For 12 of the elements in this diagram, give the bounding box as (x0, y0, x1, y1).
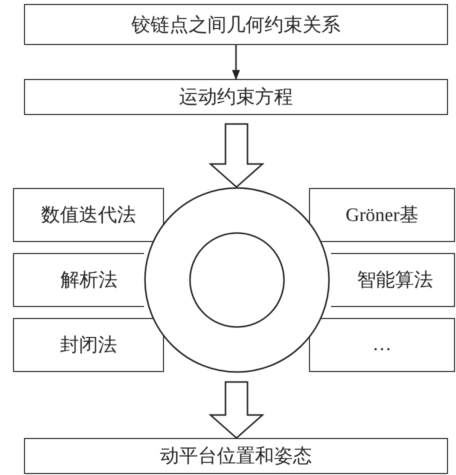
arrow (232, 45, 240, 80)
block-arrow (208, 123, 264, 188)
process-box: 解析法 (13, 253, 144, 307)
process-box: … (309, 318, 455, 372)
process-box: 运动约束方程 (24, 79, 448, 115)
process-box: 铰链点之间几何约束关系 (24, 4, 448, 45)
process-box: 封闭法 (13, 318, 164, 372)
process-box: Gröner基 (309, 188, 455, 242)
process-box: 智能算法 (331, 253, 455, 307)
process-box: 动平台位置和姿态 (24, 438, 448, 474)
process-box: 数值迭代法 (13, 188, 164, 242)
block-arrow (208, 381, 264, 439)
